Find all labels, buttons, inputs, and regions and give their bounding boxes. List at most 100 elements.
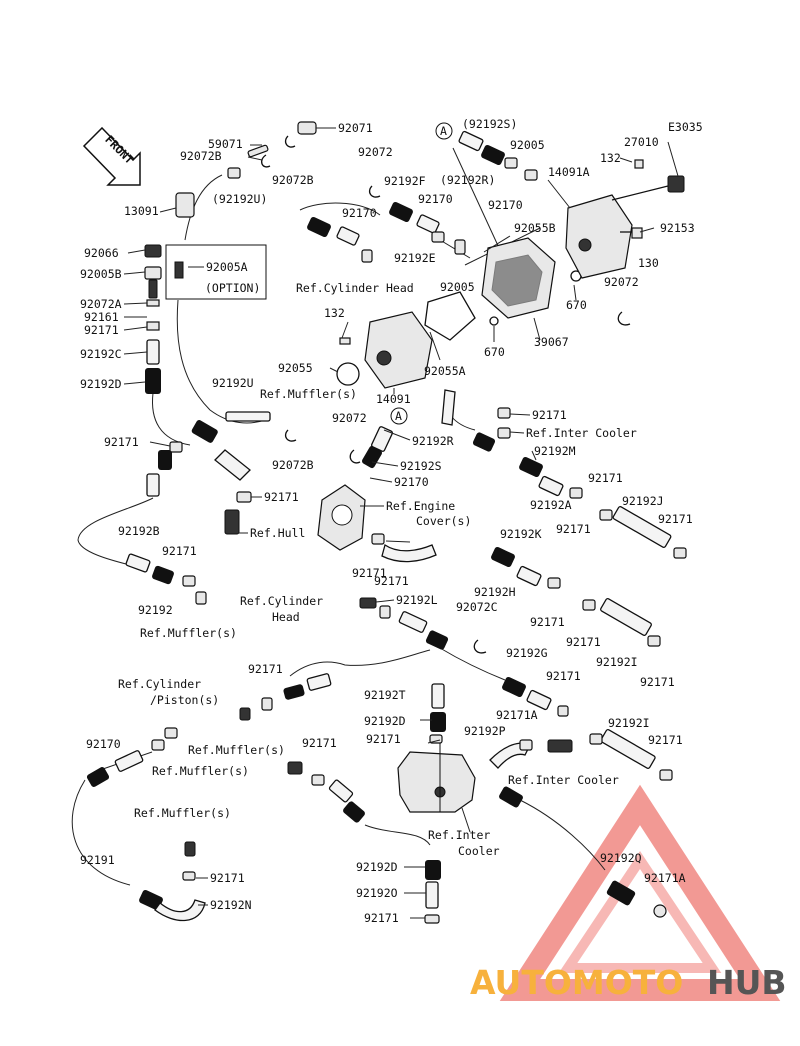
label-61: Ref.Muffler(s)	[140, 626, 237, 640]
label-72: 92192I	[596, 655, 638, 669]
label-17: 92192F	[384, 174, 426, 188]
label-85: 92192P	[464, 724, 506, 738]
marker-a-top: A	[435, 122, 453, 140]
label-59: 92171	[162, 544, 197, 558]
diagram-code: E3035	[668, 120, 703, 134]
cylinder-head-cover	[481, 237, 556, 319]
small-parts	[144, 121, 687, 924]
label-94: 92191	[80, 853, 115, 867]
label-67: Head	[272, 610, 300, 624]
label-81: 92171	[302, 736, 337, 750]
label-65: 92192H	[474, 585, 516, 599]
label-51: 92171	[588, 471, 623, 485]
label-98: 92192N	[210, 898, 252, 912]
label-28: 14091A	[548, 165, 590, 179]
label-68: 92192L	[396, 593, 438, 607]
marker-a-mid: A	[390, 407, 408, 425]
label-55: 92171	[264, 490, 299, 504]
part-labels: 92071 59071 92072B 92072B 13091 (92192U)…	[80, 117, 695, 925]
label-5: (92192U)	[212, 192, 267, 206]
label-7: 92005B	[80, 267, 122, 281]
label-30: 27010	[624, 135, 659, 149]
label-46: Cover(s)	[416, 514, 471, 528]
label-62: 92171	[352, 566, 387, 580]
label-34: 670	[566, 298, 587, 312]
label-92: Cooler	[458, 844, 500, 858]
label-78: 92192T	[364, 688, 406, 702]
label-32: 130	[638, 256, 659, 270]
label-66: Ref.Cylinder	[240, 594, 323, 608]
label-14: 92072B	[272, 458, 314, 472]
label-63: 92171	[374, 574, 409, 588]
label-95: 92192D	[356, 860, 398, 874]
label-73: 92171	[640, 675, 675, 689]
label-43: 92192S	[400, 459, 442, 473]
label-79: 92170	[86, 737, 121, 751]
label-2: 92072B	[180, 149, 222, 163]
label-22: (92192S)	[462, 117, 517, 131]
label-97: 92192O	[356, 886, 398, 900]
label-70: 92171	[530, 615, 565, 629]
label-9: 92161	[84, 310, 119, 324]
label-19: 92170	[418, 192, 453, 206]
label-87: 92171	[546, 669, 581, 683]
label-1: 59071	[208, 137, 243, 151]
label-100: 92192Q	[600, 851, 642, 865]
label-60: 92192	[138, 603, 173, 617]
option-part: 92005A	[206, 260, 248, 274]
gasket-39067	[424, 291, 476, 341]
label-50: 92192A	[530, 498, 572, 512]
label-64: 92192K	[500, 527, 542, 541]
label-26: 92005	[440, 280, 475, 294]
label-39: 14091	[376, 392, 411, 406]
label-52: 92171	[556, 522, 591, 536]
label-49: 92192M	[534, 444, 576, 458]
label-37: 132	[324, 306, 345, 320]
label-75: Ref.Cylinder	[118, 677, 201, 691]
hoses	[114, 130, 672, 922]
label-23: (92192R)	[440, 173, 495, 187]
label-35: 670	[484, 345, 505, 359]
label-47: 92171	[532, 408, 567, 422]
cover-14091	[364, 311, 433, 389]
label-33: 92072	[604, 275, 639, 289]
svg-text:A: A	[440, 124, 447, 138]
option-text: (OPTION)	[205, 281, 260, 295]
label-58: 92192B	[118, 524, 160, 538]
label-36: 39067	[534, 335, 569, 349]
leader-lines	[123, 127, 679, 919]
label-27: 92055B	[514, 221, 556, 235]
front-arrow-icon: FRONT	[82, 126, 141, 186]
label-48: Ref.Inter Cooler	[526, 426, 637, 440]
label-89: 92171	[648, 733, 683, 747]
watermark-part2: HUB	[707, 963, 787, 1002]
label-41: 92072	[332, 411, 367, 425]
engine-cover	[317, 484, 366, 551]
label-45: Ref.Engine	[386, 499, 455, 513]
label-82: Ref.Muffler(s)	[152, 764, 249, 778]
label-54: 92171	[658, 512, 693, 526]
label-38: 92055	[278, 361, 313, 375]
watermark-part1: AUTOMOTO	[470, 963, 683, 1002]
label-90: Ref.Inter Cooler	[508, 773, 619, 787]
watermark-text: AUTOMOTO HUB	[470, 963, 787, 1002]
label-4: 13091	[124, 204, 159, 218]
label-99: 92171	[364, 911, 399, 925]
label-53: 92192J	[622, 494, 664, 508]
label-86: 92171A	[496, 708, 538, 722]
label-57: 92171	[104, 435, 139, 449]
label-93: Ref.Muffler(s)	[134, 806, 231, 820]
label-29: 132	[600, 151, 621, 165]
label-15: Ref.Muffler(s)	[260, 387, 357, 401]
label-42: 92192R	[412, 434, 454, 448]
label-3: 92072B	[272, 173, 314, 187]
springs	[86, 144, 636, 911]
label-40: 92055A	[424, 364, 466, 378]
label-80: Ref.Muffler(s)	[188, 743, 285, 757]
label-88: 92192I	[608, 716, 650, 730]
label-44: 92170	[394, 475, 429, 489]
label-10: 92171	[84, 323, 119, 337]
label-69: 92072C	[456, 600, 498, 614]
label-8: 92072A	[80, 297, 122, 311]
